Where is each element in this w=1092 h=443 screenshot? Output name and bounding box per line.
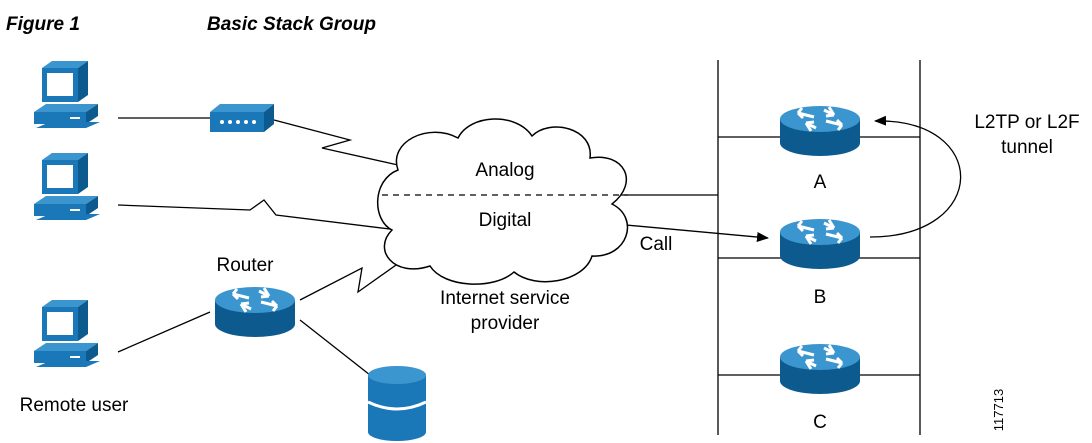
figure-id: 117713 <box>991 389 1006 431</box>
computer-icon-3 <box>34 300 100 367</box>
router-to-cloud-link <box>299 247 421 301</box>
router-b-label: B <box>814 287 827 308</box>
call-label: Call <box>640 234 673 255</box>
computer-icon-1 <box>34 61 100 128</box>
remote-user-label: Remote user <box>20 395 129 416</box>
isp-label-line1: Internet service <box>440 288 570 309</box>
figure-title: Basic Stack Group <box>207 14 376 35</box>
call-arrow <box>614 223 769 242</box>
database-icon <box>367 366 427 441</box>
pc2-to-cloud-link <box>117 199 399 231</box>
digital-label: Digital <box>479 210 532 231</box>
router-icon-remote <box>213 285 297 339</box>
router-icon-a <box>778 104 862 158</box>
router-to-database-link <box>299 319 371 376</box>
isp-cloud-icon <box>377 118 629 285</box>
router-a-label: A <box>814 172 827 193</box>
tunnel-label-line1: L2TP or L2F <box>974 112 1079 133</box>
modem-to-cloud-link <box>273 119 399 166</box>
router-icon-c <box>778 342 862 396</box>
tunnel-arrow <box>869 115 962 238</box>
router-label: Router <box>216 255 274 276</box>
router-icon-b <box>778 217 862 271</box>
modem-icon <box>210 104 274 132</box>
computer-icon-2 <box>34 153 100 220</box>
tunnel-label-line2: tunnel <box>1001 137 1053 158</box>
figure-label: Figure 1 <box>6 14 80 35</box>
connection-lines <box>117 117 769 376</box>
router-c-label: C <box>813 412 827 433</box>
analog-label: Analog <box>475 160 534 181</box>
isp-label-line2: provider <box>471 313 540 334</box>
pc3-to-router-link <box>117 311 211 353</box>
